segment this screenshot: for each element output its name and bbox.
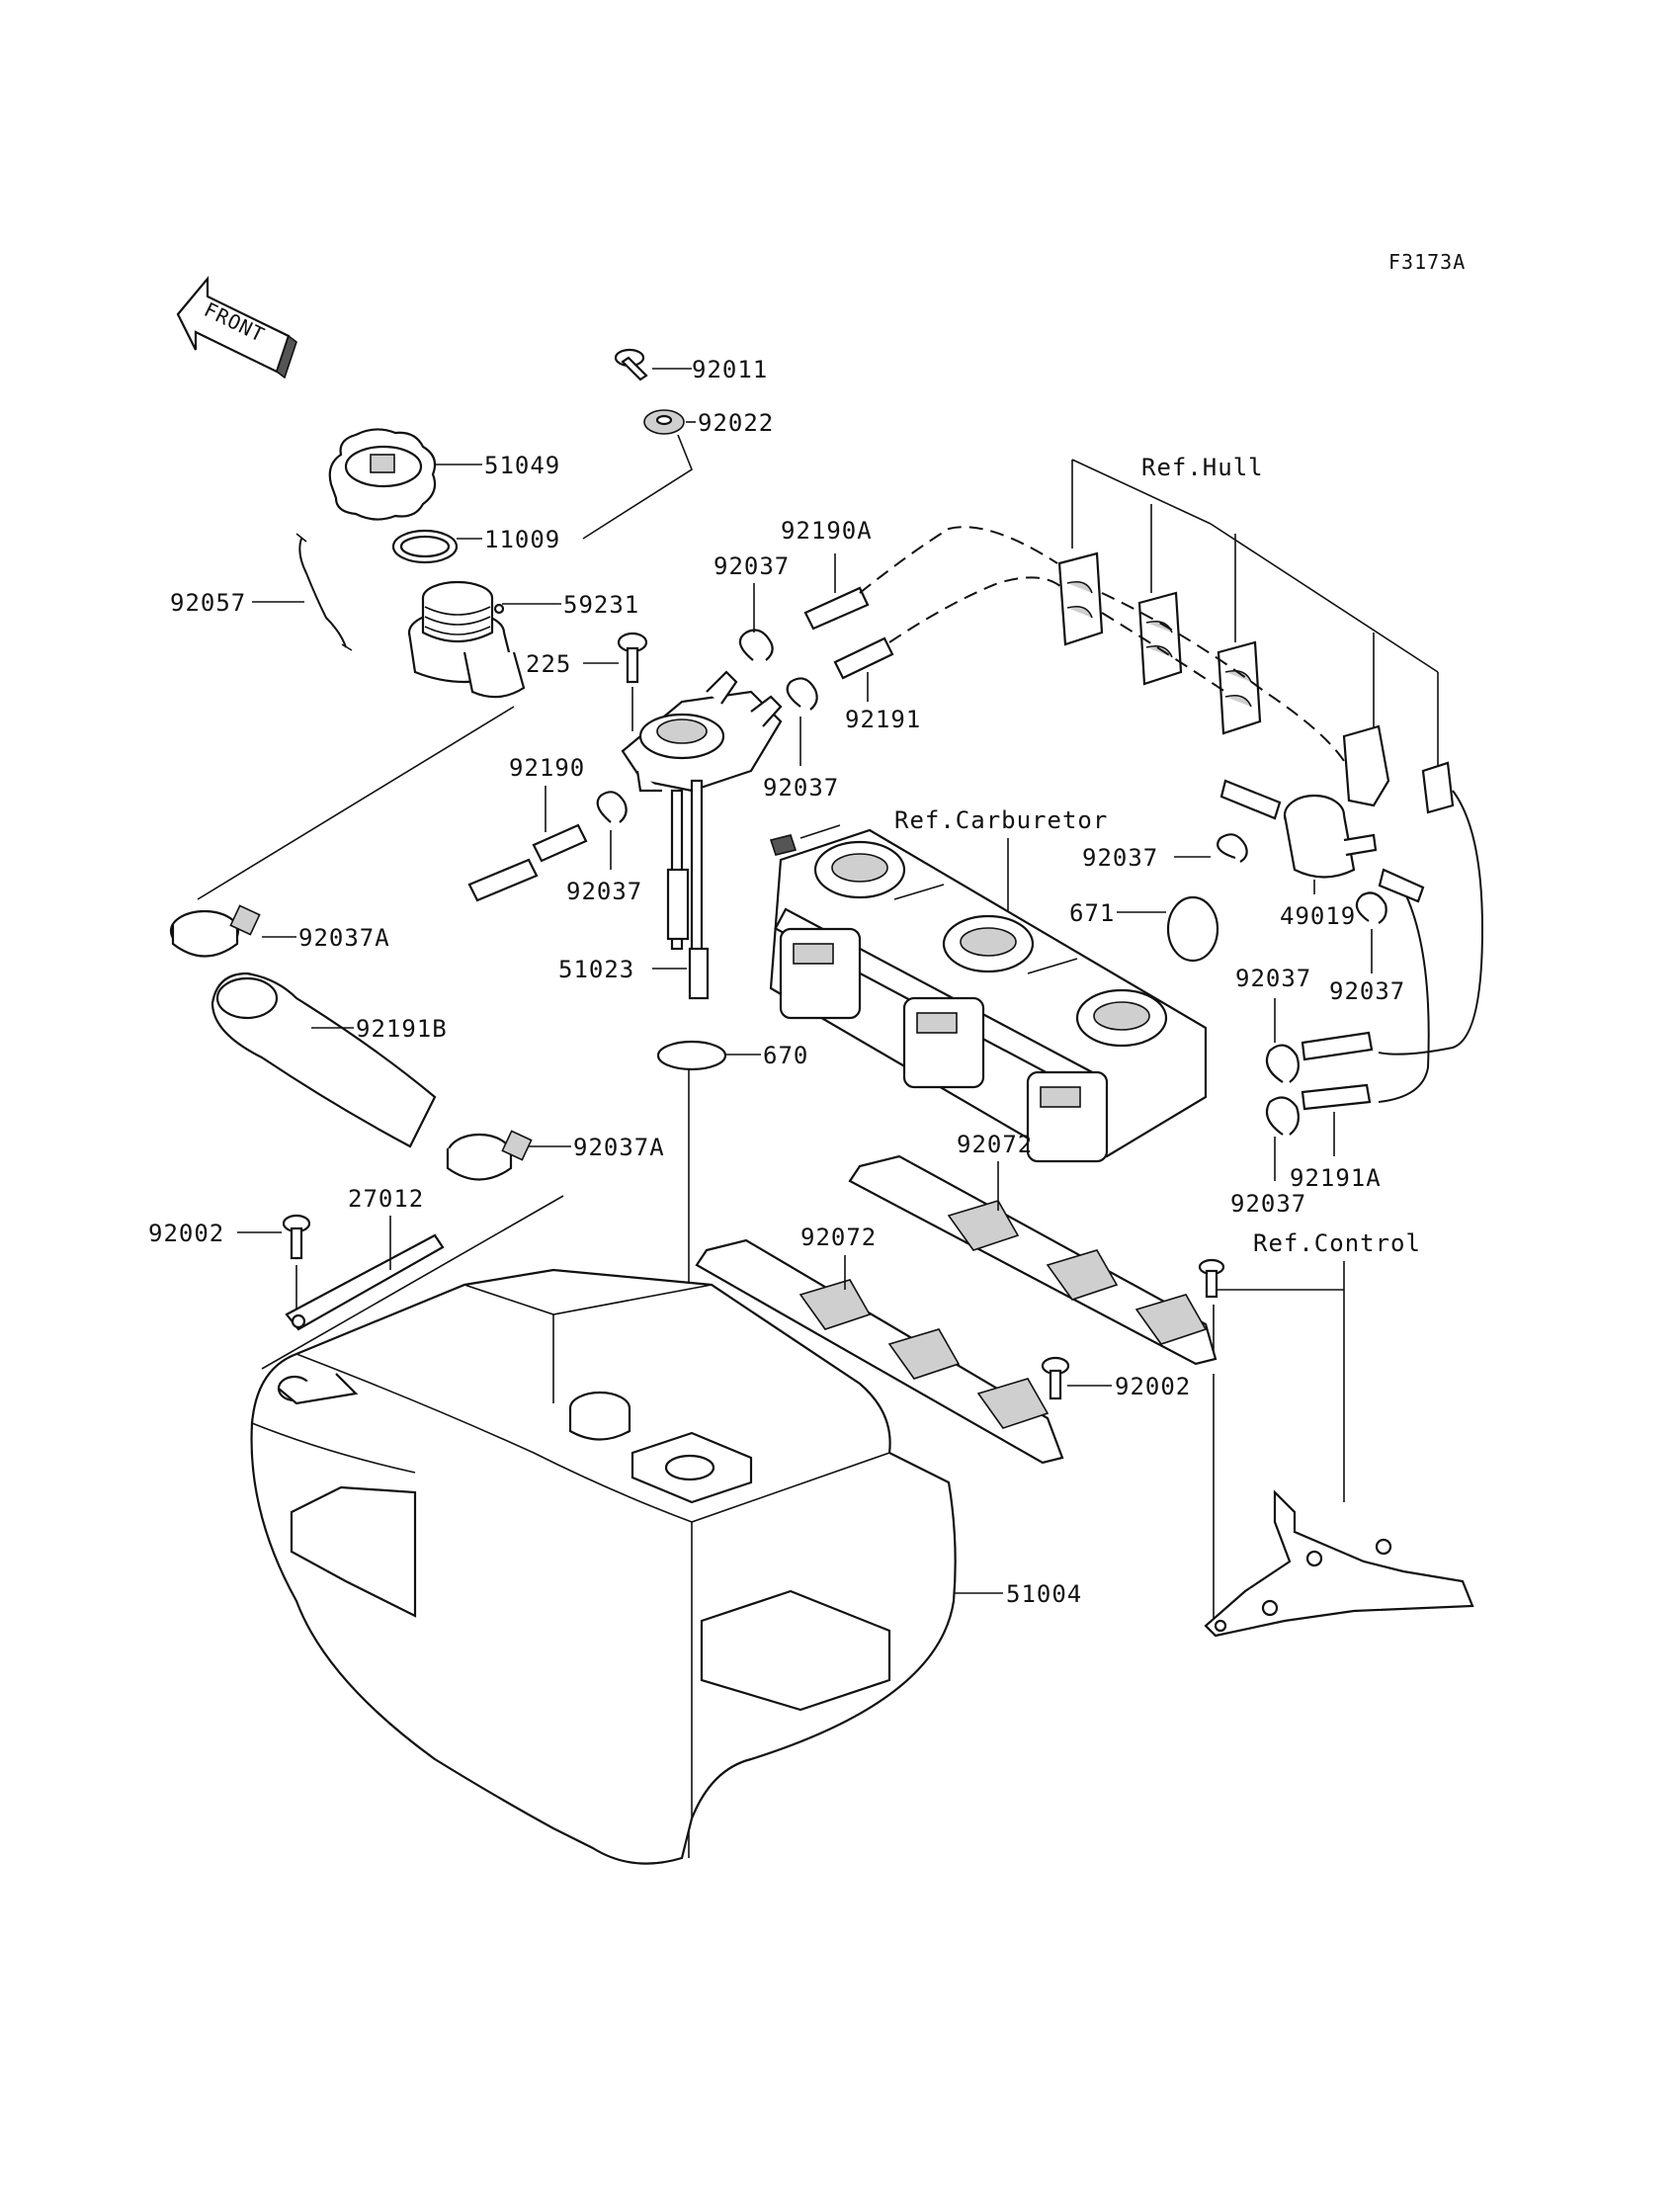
hose-clip-1 [1057,551,1104,646]
bracket-92072-b [695,1238,1064,1465]
part-label-51049: 51049 [484,452,560,479]
figure-code: F3173A [1388,250,1466,274]
control-plate [1204,1489,1474,1638]
fuel-cap-51049 [328,428,437,521]
gasket-11009 [391,529,459,564]
hose-92190 [467,823,588,902]
part-label-59231: 59231 [563,591,639,619]
screw-225 [617,632,648,684]
carburetor-assembly [769,824,1208,1163]
part-label-92190: 92190 [509,754,585,782]
o-ring-670 [656,1040,727,1071]
washer-92022 [643,409,685,435]
hose-92191 [833,636,894,680]
part-label-92022: 92022 [698,409,774,437]
strap-27012 [285,1233,445,1331]
front-arrow-icon: FRONT [176,275,297,380]
part-label-92037-d: 92037 [1082,844,1158,872]
fuel-pump-51023 [621,670,783,1000]
ref-control-label: Ref.Control [1253,1229,1421,1257]
fuel-tank-51004 [250,1268,957,1865]
clamp-92037-g [1265,1096,1300,1136]
part-label-92002-b: 92002 [1115,1373,1191,1400]
part-label-51004: 51004 [1006,1580,1082,1608]
ref-hull-label: Ref.Hull [1141,454,1264,481]
part-label-92037A-a: 92037A [298,924,390,952]
part-label-92037-b: 92037 [763,774,839,802]
part-label-92037A-b: 92037A [573,1134,665,1161]
bolt-92002-b [1041,1356,1070,1400]
clamp-92037-a [738,629,774,661]
clamp-92037A-b [446,1130,533,1181]
part-label-92037-g: 92037 [1230,1190,1306,1218]
hose-92191B [210,972,437,1148]
hose-clip-5 [1421,761,1455,814]
bracket-92072-a [848,1154,1218,1366]
part-label-92037-a: 92037 [714,552,790,580]
part-label-92037-f: 92037 [1235,965,1311,992]
fuel-filter-49019 [1283,794,1378,879]
hose-clip-4 [1342,724,1390,807]
o-ring-671 [1166,895,1219,963]
part-label-92037-e: 92037 [1329,977,1405,1005]
hose-clip-2 [1137,591,1183,686]
part-label-92011: 92011 [692,356,768,383]
clamp-92037-d [1217,833,1248,863]
clamp-92037A-a [169,904,261,958]
clamp-92037-c [596,791,628,823]
clamp-92037-f [1265,1044,1300,1083]
clamp-92037-e [1355,891,1387,924]
part-label-92191B: 92191B [356,1015,448,1043]
bolt-control [1198,1258,1225,1299]
bolt-92011 [614,348,648,381]
ref-carburetor-label: Ref.Carburetor [894,806,1108,834]
hose-clip-3 [1217,640,1262,735]
tether-92057 [295,533,353,651]
part-label-11009: 11009 [484,526,560,553]
part-label-27012: 27012 [348,1185,424,1213]
part-label-92002-a: 92002 [148,1220,224,1247]
part-label-92191A: 92191A [1290,1164,1382,1192]
part-label-92190A: 92190A [781,517,873,545]
part-label-225: 225 [526,650,571,678]
clamp-92037-b [786,677,818,711]
part-label-92191: 92191 [845,706,921,733]
part-label-92072-a: 92072 [957,1131,1033,1158]
part-label-671: 671 [1069,899,1115,927]
bolt-92002-a [282,1214,311,1260]
part-label-670: 670 [763,1042,808,1069]
part-label-92072-b: 92072 [800,1224,877,1251]
hose-92190A [803,586,870,631]
filler-neck-59231 [407,580,526,699]
part-label-92057: 92057 [170,589,246,617]
part-label-51023: 51023 [558,956,634,983]
part-label-49019: 49019 [1280,902,1356,930]
part-label-92037-c: 92037 [566,878,642,905]
